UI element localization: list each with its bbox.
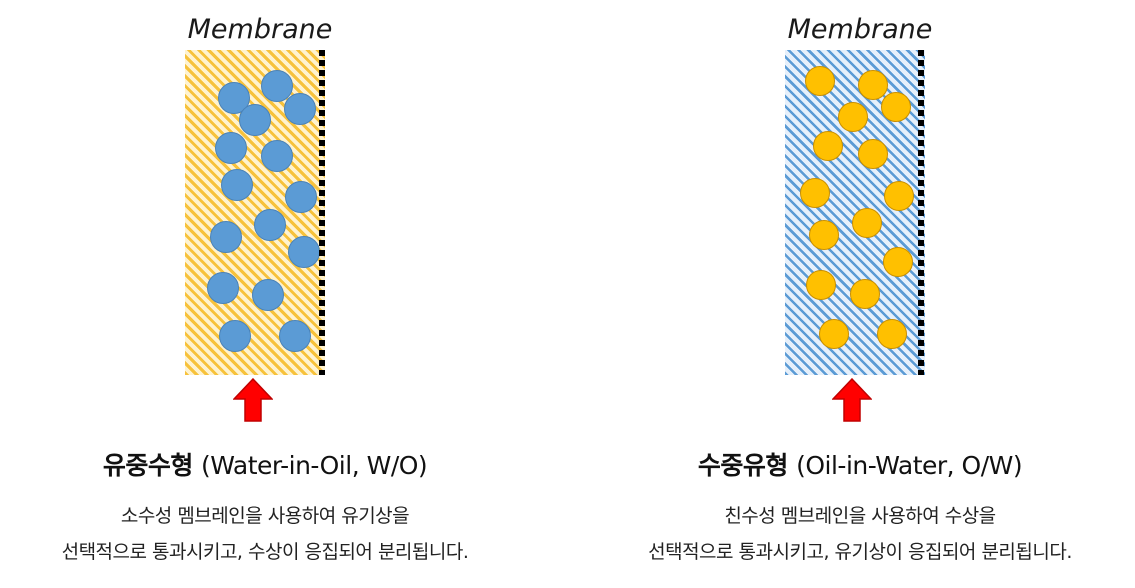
membrane-label: Membrane: [787, 14, 933, 45]
title-korean: 유중수형: [102, 451, 194, 480]
water-droplet: [279, 320, 311, 352]
oil-droplet: [813, 131, 843, 161]
description-line-1: 소수성 멤브레인을 사용하여 유기상을: [120, 505, 410, 527]
oil-droplet: [852, 208, 882, 238]
water-droplet: [261, 70, 293, 102]
oil-droplet: [850, 279, 880, 309]
oil-droplet: [819, 319, 849, 349]
panel-oil-in-water: Membrane 수중유형 (Oil-in-Water, O/W) 친수성 멤브…: [600, 0, 1120, 588]
oil-droplet: [881, 92, 911, 122]
water-droplet: [285, 181, 317, 213]
water-droplet: [284, 93, 316, 125]
water-droplet: [254, 209, 286, 241]
up-arrow-icon: [233, 378, 273, 422]
oil-droplet: [883, 247, 913, 277]
oil-droplet: [809, 220, 839, 250]
oil-droplet: [806, 270, 836, 300]
water-droplet: [210, 221, 242, 253]
title-oil-in-water: 수중유형 (Oil-in-Water, O/W): [600, 446, 1120, 482]
description-line-2: 선택적으로 통과시키고, 수상이 응집되어 분리됩니다.: [61, 541, 469, 563]
water-droplet: [261, 140, 293, 172]
description-line-2: 선택적으로 통과시키고, 유기상이 응집되어 분리됩니다.: [648, 541, 1072, 563]
hydrophilic-membrane: [785, 50, 925, 375]
water-droplet: [219, 320, 251, 352]
oil-droplet: [877, 319, 907, 349]
water-droplet: [218, 82, 250, 114]
membrane-boundary: [319, 50, 325, 375]
oil-droplet: [858, 139, 888, 169]
description-line-1: 친수성 멤브레인을 사용하여 수상을: [724, 505, 996, 527]
water-droplet: [252, 279, 284, 311]
hydrophobic-membrane: [185, 50, 325, 375]
title-english: (Water-in-Oil, W/O): [201, 451, 428, 480]
title-korean: 수중유형: [697, 451, 789, 480]
water-droplet: [207, 272, 239, 304]
description: 소수성 멤브레인을 사용하여 유기상을 선택적으로 통과시키고, 수상이 응집되…: [0, 498, 530, 570]
oil-droplet: [858, 70, 888, 100]
oil-droplet: [838, 102, 868, 132]
panel-water-in-oil: Membrane 유중수형 (Water-in-Oil, W/O) 소수성 멤브…: [5, 0, 525, 588]
water-droplet: [221, 169, 253, 201]
up-arrow-icon: [832, 378, 872, 422]
oil-droplet: [800, 178, 830, 208]
oil-droplets: [785, 50, 925, 375]
title-water-in-oil: 유중수형 (Water-in-Oil, W/O): [5, 446, 525, 482]
water-droplet: [288, 236, 320, 268]
oil-droplet: [805, 66, 835, 96]
water-droplet: [215, 132, 247, 164]
water-droplets: [185, 50, 325, 375]
title-english: (Oil-in-Water, O/W): [796, 451, 1023, 480]
oil-droplet: [884, 181, 914, 211]
membrane-boundary: [918, 50, 924, 375]
membrane-label: Membrane: [187, 14, 333, 45]
description: 친수성 멤브레인을 사용하여 수상을 선택적으로 통과시키고, 유기상이 응집되…: [595, 498, 1125, 570]
water-droplet: [239, 104, 271, 136]
